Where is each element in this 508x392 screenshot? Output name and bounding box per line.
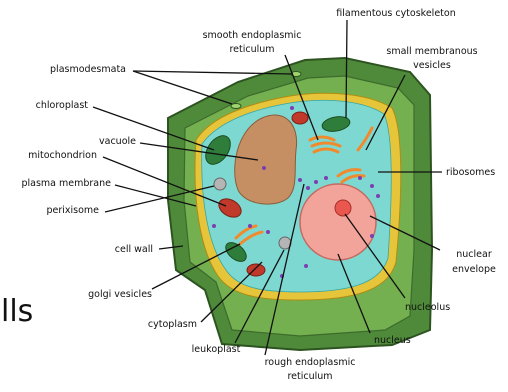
label-plasmodesmata: plasmodesmata bbox=[50, 64, 126, 75]
label-small-vesicles-line1: small membranous bbox=[386, 46, 477, 57]
label-plasma-membrane: plasma membrane bbox=[21, 178, 111, 189]
plasmodesmata-shape-2 bbox=[231, 104, 241, 109]
label-rough-er-line1: rough endoplasmic bbox=[265, 357, 356, 368]
mitochondrion-shape-2 bbox=[292, 112, 308, 124]
label-chloroplast: chloroplast bbox=[36, 100, 89, 111]
label-rough-er-line2: reticulum bbox=[287, 371, 332, 382]
label-small-vesicles-line2: vesicles bbox=[413, 60, 451, 71]
label-golgi-vesicles: golgi vesicles bbox=[88, 289, 152, 300]
label-mitochondrion: mitochondrion bbox=[28, 150, 97, 161]
nucleus-shape bbox=[300, 184, 376, 260]
label-filamentous-cytoskeleton: filamentous cytoskeleton bbox=[336, 8, 455, 19]
label-smooth-er-line1: smooth endoplasmic bbox=[203, 30, 302, 41]
label-smooth-er-line2: reticulum bbox=[229, 44, 274, 55]
label-cell-wall: cell wall bbox=[115, 244, 153, 255]
label-vacuole: vacuole bbox=[99, 136, 136, 147]
label-cytoplasm: cytoplasm bbox=[148, 319, 197, 330]
label-nucleolus: nucleolus bbox=[405, 302, 450, 313]
label-ribosomes: ribosomes bbox=[446, 167, 495, 178]
label-nuclear-envelope-line2: envelope bbox=[452, 264, 496, 275]
nucleolus-shape bbox=[335, 200, 351, 216]
label-nucleus: nucleus bbox=[374, 335, 411, 346]
title-fragment: lls bbox=[1, 294, 33, 329]
perixisome-shape bbox=[214, 178, 226, 190]
label-nuclear-envelope-line1: nuclear bbox=[456, 249, 492, 260]
label-perixisome: perixisome bbox=[46, 205, 99, 216]
label-leukoplast: leukoplast bbox=[192, 344, 241, 355]
